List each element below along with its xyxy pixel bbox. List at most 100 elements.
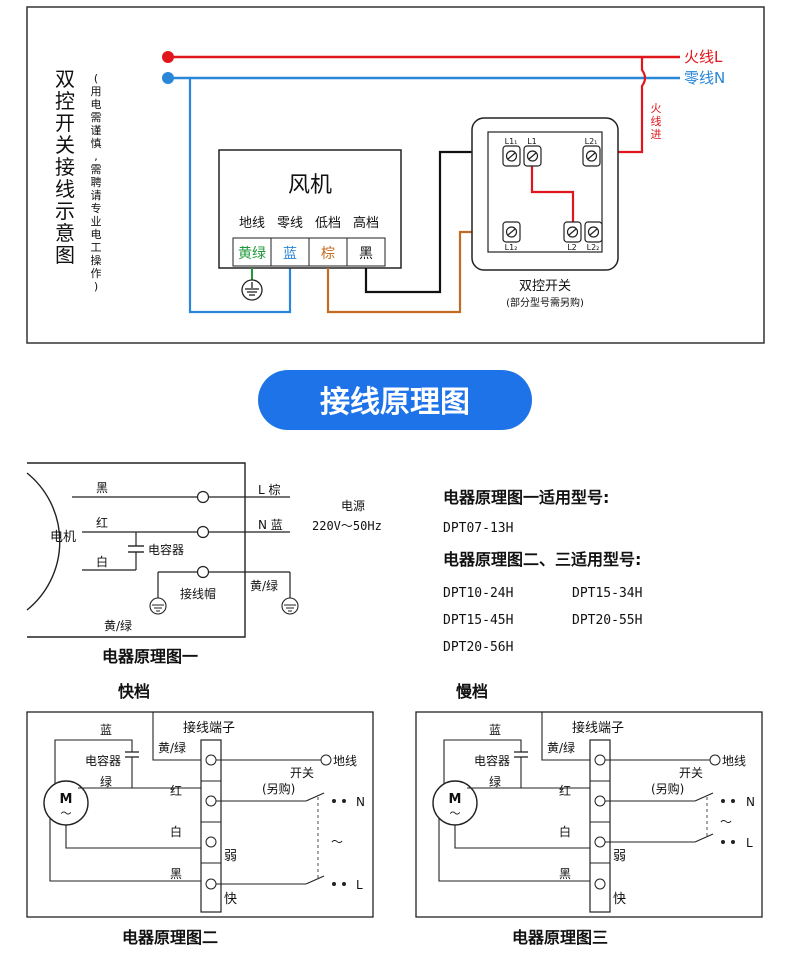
- svg-text:L1₁: L1₁: [505, 137, 518, 146]
- svg-text:黑: 黑: [559, 867, 571, 881]
- svg-text:控: 控: [55, 89, 75, 113]
- svg-text:作: 作: [91, 267, 102, 280]
- svg-text:用: 用: [91, 85, 102, 98]
- terminal-brown: 棕: [321, 246, 335, 262]
- svg-text:进: 进: [651, 128, 662, 141]
- svg-text:开: 开: [55, 111, 75, 135]
- banner-title: 接线原理图: [320, 385, 470, 420]
- svg-text:接线端子: 接线端子: [572, 720, 624, 736]
- svg-text:(另购): (另购): [651, 781, 684, 796]
- side-note: ( 用 电 需 谨 慎 , 需 聘 请 专 业 电 工 操 作 ): [91, 72, 102, 293]
- svg-text:弱: 弱: [613, 849, 626, 864]
- svg-text:开关: 开关: [290, 766, 314, 780]
- svg-text:,: ,: [94, 150, 98, 163]
- svg-text:～: ～: [331, 835, 343, 849]
- svg-text:DPT15-45H: DPT15-45H: [443, 613, 513, 628]
- svg-text:黄/绿: 黄/绿: [158, 740, 186, 755]
- svg-text:地线: 地线: [333, 754, 357, 768]
- diagram-three: 慢档 M ～ 蓝 电容器 绿 黄/绿 红 白 黑 接线端子 弱 快 地线 N: [415, 682, 763, 947]
- svg-text:黄/绿: 黄/绿: [250, 578, 278, 593]
- svg-text:快: 快: [224, 892, 237, 907]
- diagram-three-caption: 电器原理图三: [512, 928, 608, 947]
- svg-text:白: 白: [170, 824, 182, 839]
- svg-text:开关: 开关: [679, 766, 703, 780]
- svg-text:意: 意: [55, 221, 75, 245]
- speed-title: 快档: [118, 682, 150, 701]
- svg-text:L2: L2: [567, 243, 577, 252]
- switch-subcaption: (部分型号需另购): [506, 296, 584, 309]
- svg-text:业: 业: [91, 215, 102, 228]
- svg-text:图: 图: [55, 243, 75, 267]
- svg-text:请: 请: [91, 189, 102, 202]
- svg-text:): ): [94, 280, 98, 293]
- svg-text:L: L: [746, 836, 753, 850]
- svg-text:蓝: 蓝: [100, 723, 112, 737]
- svg-text:接线帽: 接线帽: [180, 586, 216, 601]
- diagram-two: 快档 M ～ 蓝 电容器 绿 黄/绿 红 白 黑 接线端子 弱 快 地线: [26, 682, 374, 947]
- terminal-blue: 蓝: [283, 246, 297, 262]
- fan-label-high: 高档: [353, 215, 379, 231]
- svg-text:快: 快: [613, 892, 626, 907]
- live-in-label: 火 线 进: [651, 102, 662, 141]
- svg-text:黄/绿: 黄/绿: [104, 618, 132, 633]
- ground-icon: [241, 268, 263, 301]
- svg-text:关: 关: [55, 133, 75, 157]
- svg-text:需: 需: [91, 111, 102, 124]
- svg-text:示: 示: [55, 199, 75, 223]
- fan-label-neutral: 零线: [277, 216, 303, 231]
- terminal-yellow-green: 黄绿: [238, 245, 266, 262]
- svg-text:需: 需: [91, 163, 102, 176]
- svg-text:L 棕: L 棕: [258, 482, 281, 497]
- svg-text:L1: L1: [527, 137, 537, 146]
- fan-label-ground: 地线: [239, 216, 265, 231]
- svg-text:工: 工: [91, 241, 102, 254]
- live-line: [162, 51, 680, 63]
- svg-text:～: ～: [450, 807, 461, 820]
- svg-text:红: 红: [96, 515, 108, 530]
- svg-text:慎: 慎: [91, 136, 102, 150]
- svg-text:L2₁: L2₁: [585, 137, 598, 146]
- ground-icon: [709, 754, 721, 766]
- svg-text:接: 接: [55, 155, 75, 179]
- speed-title: 慢档: [456, 682, 488, 701]
- svg-text:电容器: 电容器: [148, 542, 184, 557]
- svg-text:M: M: [60, 792, 73, 807]
- svg-text:电: 电: [91, 98, 102, 111]
- svg-text:白: 白: [559, 824, 571, 839]
- svg-text:聘: 聘: [91, 175, 102, 189]
- svg-text:黑: 黑: [96, 481, 108, 495]
- ground-icon: [149, 597, 167, 615]
- svg-text:蓝: 蓝: [489, 723, 501, 737]
- svg-text:电容器: 电容器: [85, 753, 121, 768]
- svg-text:红: 红: [170, 783, 182, 798]
- svg-text:接线端子: 接线端子: [183, 720, 235, 736]
- svg-text:(: (: [94, 72, 98, 85]
- svg-text:电器原理图二、三适用型号:: 电器原理图二、三适用型号:: [443, 550, 641, 569]
- diagram-two-caption: 电器原理图二: [122, 928, 218, 947]
- svg-text:M: M: [449, 792, 462, 807]
- svg-text:火: 火: [651, 102, 662, 115]
- svg-text:L1₂: L1₂: [505, 243, 518, 252]
- power-label: 电源: [341, 499, 365, 513]
- fan-label-low: 低档: [315, 216, 341, 231]
- svg-text:DPT15-34H: DPT15-34H: [572, 586, 642, 601]
- wiring-panel: 双 控 开 关 接 线 示 意 图 ( 用 电 需 谨 慎 , 需 聘 请 专 …: [26, 6, 765, 344]
- neutral-label: 零线N: [684, 69, 725, 87]
- ground-icon: [281, 597, 299, 615]
- svg-text:双: 双: [55, 67, 75, 91]
- svg-text:绿: 绿: [100, 774, 112, 789]
- black-wire: [364, 150, 512, 294]
- fan-title: 风机: [288, 173, 332, 198]
- svg-text:弱: 弱: [224, 849, 237, 864]
- svg-text:专: 专: [91, 201, 102, 215]
- terminal-black: 黑: [359, 246, 373, 262]
- svg-text:黑: 黑: [170, 867, 182, 881]
- svg-text:黄/绿: 黄/绿: [547, 740, 575, 755]
- fan-box: 风机 地线 零线 低档 高档 黄绿 蓝 棕 黑: [218, 149, 402, 269]
- svg-text:～: ～: [61, 807, 72, 820]
- ground-icon: [320, 754, 332, 766]
- svg-text:地线: 地线: [722, 754, 746, 768]
- svg-text:红: 红: [559, 783, 571, 798]
- live-branch-wire: [603, 57, 647, 154]
